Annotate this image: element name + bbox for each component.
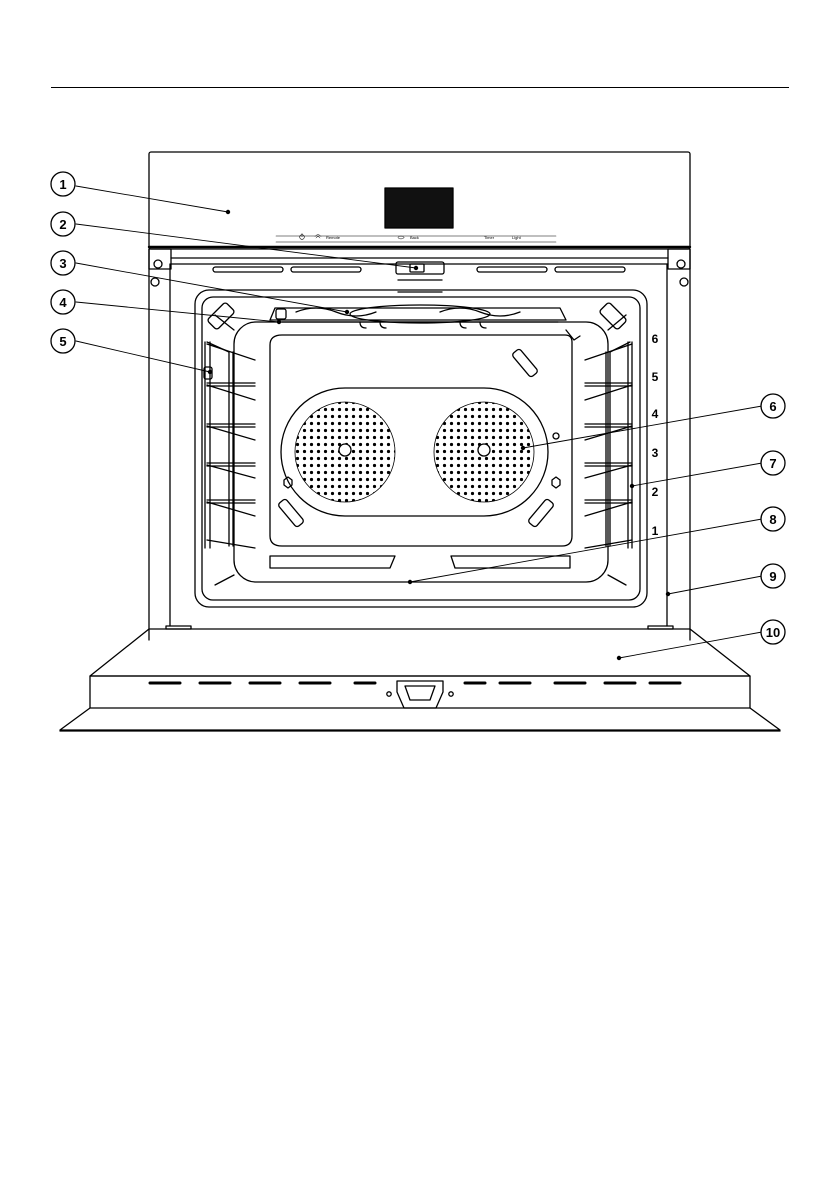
callout-3: 3 bbox=[51, 251, 75, 275]
control-label-light: Light bbox=[512, 235, 522, 240]
control-panel bbox=[149, 152, 690, 249]
control-label-back: Back bbox=[410, 235, 419, 240]
corner-lamp-right bbox=[599, 302, 627, 330]
callout-5: 5 bbox=[51, 329, 75, 353]
svg-text:6: 6 bbox=[769, 399, 776, 414]
callout-9: 9 bbox=[761, 564, 785, 588]
power-icon bbox=[300, 234, 305, 240]
callout-7: 7 bbox=[761, 451, 785, 475]
svg-text:5: 5 bbox=[59, 334, 66, 349]
rack-level-4: 4 bbox=[652, 407, 659, 421]
rack-level-2: 2 bbox=[652, 485, 659, 499]
callout-leaders bbox=[76, 186, 762, 658]
control-label-remote: Remote bbox=[326, 235, 341, 240]
svg-text:2: 2 bbox=[59, 217, 66, 232]
callout-2: 2 bbox=[51, 212, 75, 236]
callout-8: 8 bbox=[761, 507, 785, 531]
callout-1: 1 bbox=[51, 172, 75, 196]
svg-text:9: 9 bbox=[769, 569, 776, 584]
display-screen bbox=[385, 188, 453, 228]
svg-text:7: 7 bbox=[769, 456, 776, 471]
callout-6: 6 bbox=[761, 394, 785, 418]
rack-level-labels: 6 5 4 3 2 1 bbox=[652, 332, 659, 538]
svg-text:10: 10 bbox=[766, 625, 780, 640]
svg-text:8: 8 bbox=[769, 512, 776, 527]
door-lock bbox=[387, 681, 453, 708]
back-icon bbox=[398, 236, 404, 239]
svg-text:1: 1 bbox=[59, 177, 66, 192]
rack-level-5: 5 bbox=[652, 370, 659, 384]
oven-door bbox=[60, 626, 780, 731]
control-label-timer: Timer bbox=[484, 235, 495, 240]
rack-level-1: 1 bbox=[652, 524, 659, 538]
svg-text:3: 3 bbox=[59, 256, 66, 271]
oven-cavity bbox=[195, 290, 647, 607]
rack-level-6: 6 bbox=[652, 332, 659, 346]
svg-text:4: 4 bbox=[59, 295, 67, 310]
rack-level-3: 3 bbox=[652, 446, 659, 460]
callout-4: 4 bbox=[51, 290, 75, 314]
callout-10: 10 bbox=[761, 620, 785, 644]
